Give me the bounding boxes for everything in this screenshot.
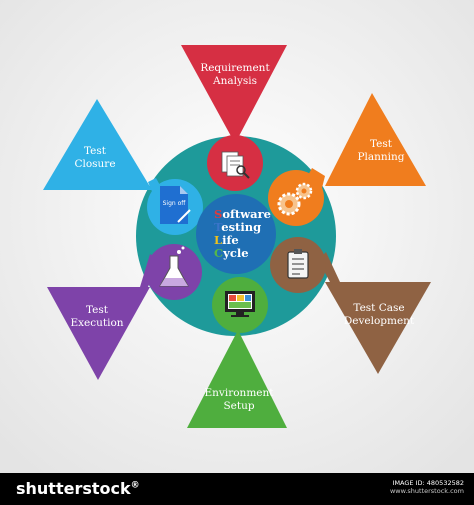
monitor-icon <box>225 291 255 317</box>
center-line-2: Testing <box>214 220 262 234</box>
footer-image-id: IMAGE ID: 480532582 <box>392 479 464 487</box>
diagram-canvas: Sign off <box>0 0 474 473</box>
case-development-triangle <box>325 282 431 374</box>
flask-icon <box>159 246 189 287</box>
planning-triangle <box>325 93 426 186</box>
center-title: Software Testing Life Cycle <box>214 208 271 260</box>
gears-icon <box>277 182 313 216</box>
signoff-text: Sign off <box>163 200 187 207</box>
footer-image-info: IMAGE ID: 480532582 www.shutterstock.com <box>390 479 464 495</box>
center-line-1: Software <box>214 207 271 221</box>
footer-bar: shutterstock® IMAGE ID: 480532582 www.sh… <box>0 473 474 505</box>
environment-triangle <box>187 330 287 428</box>
sign-off-document-icon: Sign off <box>160 186 191 224</box>
document-magnifier-icon <box>221 151 250 179</box>
footer-brand: shutterstock® <box>16 479 140 498</box>
center-line-3: Life <box>214 233 239 247</box>
execution-triangle <box>47 287 150 380</box>
center-line-4: Cycle <box>214 246 249 260</box>
center-circle <box>196 194 276 274</box>
requirement-triangle <box>181 45 287 138</box>
closure-triangle <box>43 99 152 190</box>
footer-url: www.shutterstock.com <box>389 487 464 495</box>
checklist-clipboard-icon <box>287 249 309 279</box>
